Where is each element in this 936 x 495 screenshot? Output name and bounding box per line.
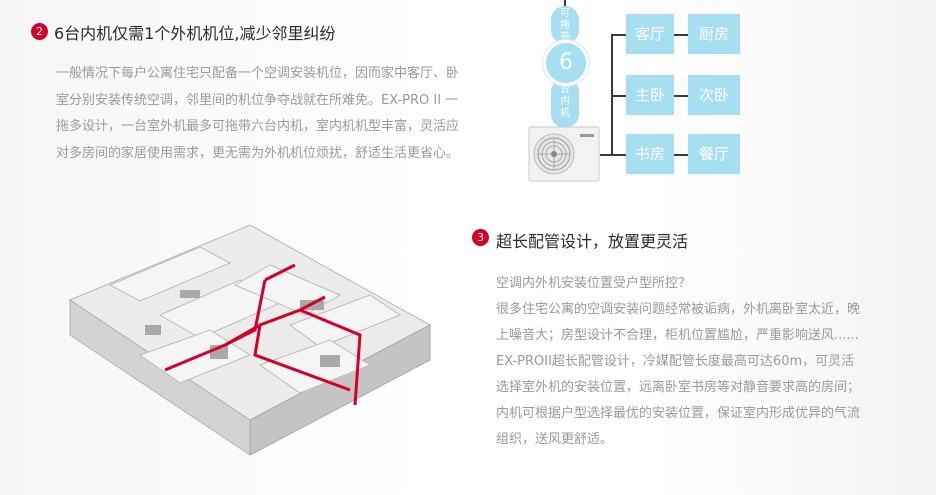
room-link-line (674, 154, 688, 156)
floor-plan-illustration (68, 224, 432, 456)
paragraph-line: 内机可根据户型选择最优的安装位置，保证室内形成优异的气流 (496, 406, 861, 421)
room-master-bedroom: 主卧 (626, 75, 674, 115)
paragraph-line: 室分别安装传统空调，邻里间的机位争夺战就在所难免。EX-PRO II 一 (56, 92, 459, 108)
connector-line (611, 154, 626, 156)
section-3-paragraph: 空调内外机安装位置受户型所控？ 很多住宅公寓的空调安装问题经常被诟病，外机离卧室… (496, 271, 860, 453)
paragraph-line: 对多房间的家居使用需求，更无需为外机机位烦扰，舒适生活更省心。 (56, 145, 460, 161)
section-2-number-badge: 2 (31, 23, 48, 40)
room-dining: 餐厅 (688, 134, 740, 174)
paragraph-line: 很多住宅公寓的空调安装问题经常被诟病，外机离卧室太近，晚 (496, 302, 861, 317)
room-link-line (674, 95, 688, 97)
section-2-title: 6台内机仅需1个外机机位,减少邻里纠纷 (54, 24, 336, 43)
room-link-line (674, 34, 688, 36)
paragraph-line: EX-PROII超长配管设计，冷媒配管长度最高可达60m，可灵活 (496, 354, 855, 369)
section-2-paragraph: 一般情况下每户公寓住宅只配备一个空调安装机位，因而家中客厅、卧 室分别安装传统空… (56, 61, 459, 167)
outdoor-unit-icon (528, 126, 600, 182)
paragraph-line: 空调内外机安装位置受户型所控？ (496, 276, 692, 291)
room-study: 书房 (626, 134, 674, 174)
connector-line (600, 154, 612, 156)
paragraph-line: 组织，送风更舒适。 (496, 432, 614, 447)
connector-line (564, 0, 566, 6)
carry-label-top: 可 拖 带 (551, 6, 579, 44)
section-3-number-badge: 3 (472, 229, 489, 246)
unit-count-circle: 6 (543, 40, 589, 86)
paragraph-line: 一般情况下每户公寓住宅只配备一个空调安装机位，因而家中客厅、卧 (56, 66, 460, 81)
paragraph-line: 上噪音大；房型设计不合理，柜机位置尴尬，严重影响送风...... (496, 328, 859, 343)
connector-line (611, 95, 626, 97)
paragraph-line: 拖多设计，一台室外机最多可拖带六台内机，室内机机型丰富，灵活应 (56, 119, 460, 134)
room-kitchen: 厨房 (688, 14, 740, 54)
room-living-room: 客厅 (626, 14, 674, 54)
room-second-bedroom: 次卧 (688, 75, 740, 115)
connector-line (611, 34, 626, 36)
section-3-title: 超长配管设计，放置更灵活 (496, 232, 689, 251)
paragraph-line: 选择室外机的安装位置，远离卧室书房等对静音要求高的房间； (496, 380, 861, 395)
carry-label-bottom: 台 内 机 (551, 78, 579, 128)
